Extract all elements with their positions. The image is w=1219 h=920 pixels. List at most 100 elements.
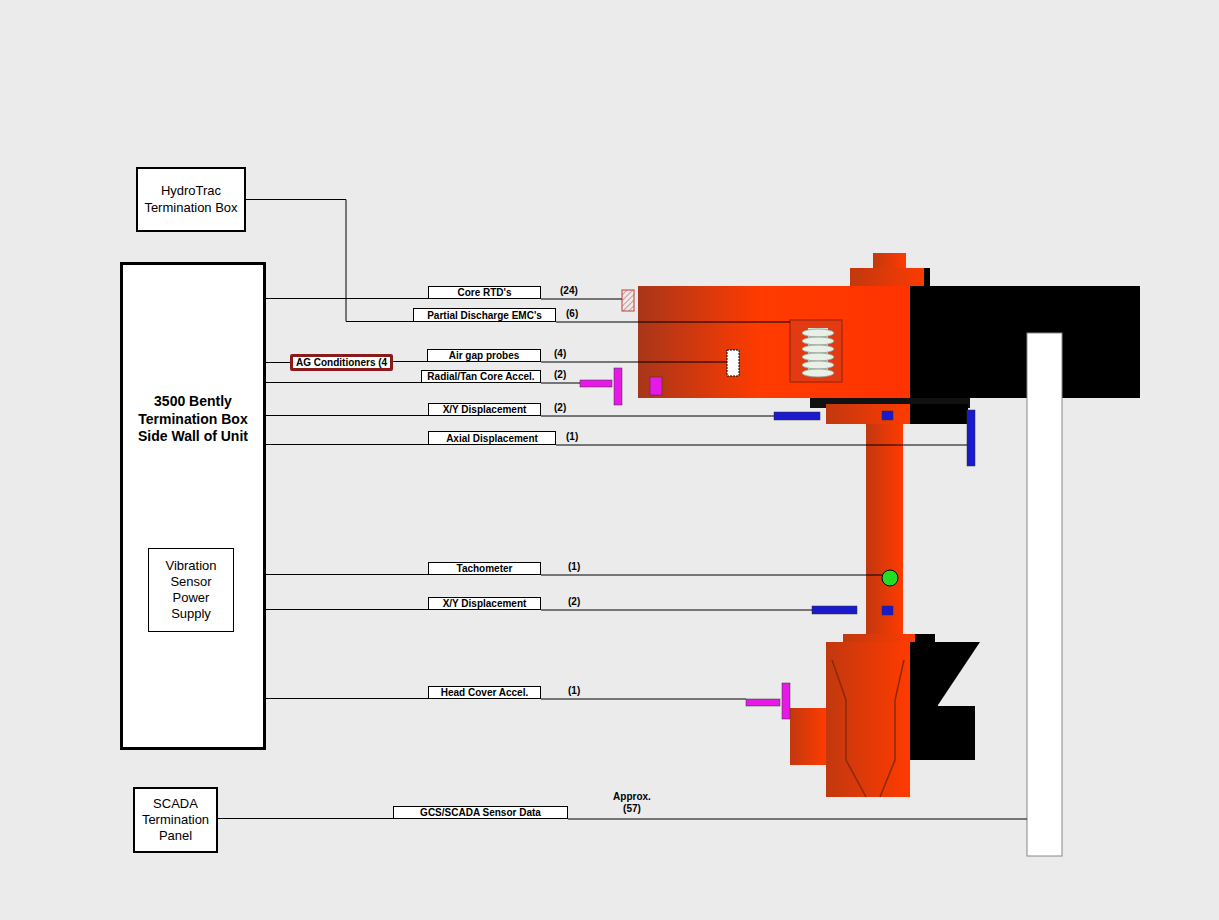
accelerometer xyxy=(746,699,780,706)
insulator-rib xyxy=(802,337,834,345)
displacement-probe xyxy=(812,606,857,614)
box-label: Axial Displacement xyxy=(446,433,538,444)
callout-number: (6) xyxy=(566,308,578,320)
callout-number: (1) xyxy=(568,561,580,573)
callout-number: (24) xyxy=(560,285,578,297)
accelerometer xyxy=(580,380,612,387)
signal-cable xyxy=(393,361,427,362)
sensor-lead xyxy=(541,699,746,700)
sensor-label-box: GCS/SCADA Sensor Data xyxy=(393,806,568,819)
rtd-sensor xyxy=(622,290,634,311)
generator-top-shadow xyxy=(924,268,930,286)
bearing-shadow xyxy=(910,404,968,424)
generator-body xyxy=(638,286,910,398)
displacement-probe xyxy=(882,606,893,615)
sensor-lead xyxy=(556,322,790,323)
sensor-label-box: Partial Discharge EMC's xyxy=(413,308,556,322)
signal-cable xyxy=(266,382,421,383)
sensor-label-box: Core RTD's xyxy=(428,286,541,299)
turbine-inlet xyxy=(790,708,826,765)
box-label: Head Cover Accel. xyxy=(441,687,528,698)
signal-cable xyxy=(266,698,428,699)
accelerometer-mount xyxy=(782,683,790,719)
core-accelerometer xyxy=(650,377,662,395)
sensor-label-box: Axial Displacement xyxy=(428,431,556,445)
signal-cable xyxy=(266,574,428,575)
sensor-label-box: Head Cover Accel. xyxy=(428,686,541,699)
callout-number: (4) xyxy=(554,348,566,360)
box-label: Core RTD's xyxy=(457,287,511,298)
turbine-shadow xyxy=(910,642,980,760)
callout-number: (2) xyxy=(554,402,566,414)
displacement-probe xyxy=(774,412,820,420)
air-gap-probe xyxy=(727,350,739,376)
insulator-rib xyxy=(802,369,834,377)
box-label: X/Y Displacement xyxy=(443,404,527,415)
sensor-leads xyxy=(541,299,1027,819)
signal-cable xyxy=(246,200,413,322)
sensor-lead xyxy=(541,299,622,300)
box-label: HydroTrac Termination Box xyxy=(142,183,240,216)
sensor-label-box: X/Y Displacement xyxy=(428,403,541,416)
callout-number: (2) xyxy=(568,596,580,608)
sensor-label-box: Air gap probes xyxy=(427,349,541,362)
box-label: X/Y Displacement xyxy=(443,598,527,609)
box-label: Vibration Sensor Power Supply xyxy=(153,558,229,623)
insulator-frame xyxy=(790,320,842,382)
termination-box: 3500 Bently Termination Box Side Wall of… xyxy=(120,262,266,750)
box-label: GCS/SCADA Sensor Data xyxy=(420,807,541,818)
turbine-body xyxy=(826,642,910,797)
sensor-label-box: X/Y Displacement xyxy=(428,597,541,610)
callout-number: Approx. (57) xyxy=(604,791,660,815)
generator-top xyxy=(850,268,928,286)
signal-cable xyxy=(218,818,393,819)
box-label: 3500 Bently Termination Box Side Wall of… xyxy=(127,393,259,446)
sensor-lead xyxy=(541,575,882,576)
sensor-label-box: AG Conditioners (4 xyxy=(290,354,393,371)
tachometer-sensor xyxy=(882,570,898,586)
scada-bar xyxy=(1027,333,1062,856)
sensor-lead xyxy=(541,383,580,384)
shaft-flange xyxy=(843,634,915,642)
insulator-rib xyxy=(802,353,834,361)
axial-probe xyxy=(967,410,975,466)
insulator-rib xyxy=(802,361,834,369)
sensor-lead xyxy=(556,445,967,446)
sensor-label-box: Tachometer xyxy=(428,562,541,575)
signal-cable xyxy=(266,362,290,363)
sensor-label-box: Radial/Tan Core Accel. xyxy=(421,370,541,383)
bearing-housing xyxy=(826,404,910,424)
sensor-lead xyxy=(541,610,812,611)
termination-box: HydroTrac Termination Box xyxy=(136,167,246,232)
box-label: SCADA Termination Panel xyxy=(139,796,212,845)
draft-tube-cone xyxy=(832,660,904,797)
callout-number: (2) xyxy=(554,369,566,381)
insulator-ribs xyxy=(802,329,834,377)
turbine-side-shadow xyxy=(938,706,975,760)
accelerometer-mount xyxy=(614,368,622,405)
box-label: Tachometer xyxy=(457,563,513,574)
turbine-shaft xyxy=(866,424,903,636)
box-label: Partial Discharge EMC's xyxy=(427,310,542,321)
power-supply-box: Vibration Sensor Power Supply xyxy=(148,548,234,632)
callout-number: (1) xyxy=(566,431,578,443)
box-label: Radial/Tan Core Accel. xyxy=(427,371,534,382)
termination-panel: SCADA Termination Panel xyxy=(133,787,218,853)
signal-cable xyxy=(266,609,428,610)
callout-number: (1) xyxy=(568,685,580,697)
generator-housing xyxy=(910,286,1140,398)
sensor-lead xyxy=(541,416,774,417)
sensor-lead xyxy=(541,362,727,363)
signal-cable xyxy=(266,298,428,299)
signal-cable xyxy=(266,415,428,416)
generator-cap xyxy=(873,253,906,268)
flange-shadow xyxy=(915,634,935,642)
insulator-rib xyxy=(802,329,834,337)
displacement-probe xyxy=(882,411,893,420)
box-label: AG Conditioners (4 xyxy=(296,357,387,368)
signal-cable xyxy=(266,444,428,445)
sensor-lead xyxy=(568,819,1027,820)
box-label: Air gap probes xyxy=(449,350,520,361)
